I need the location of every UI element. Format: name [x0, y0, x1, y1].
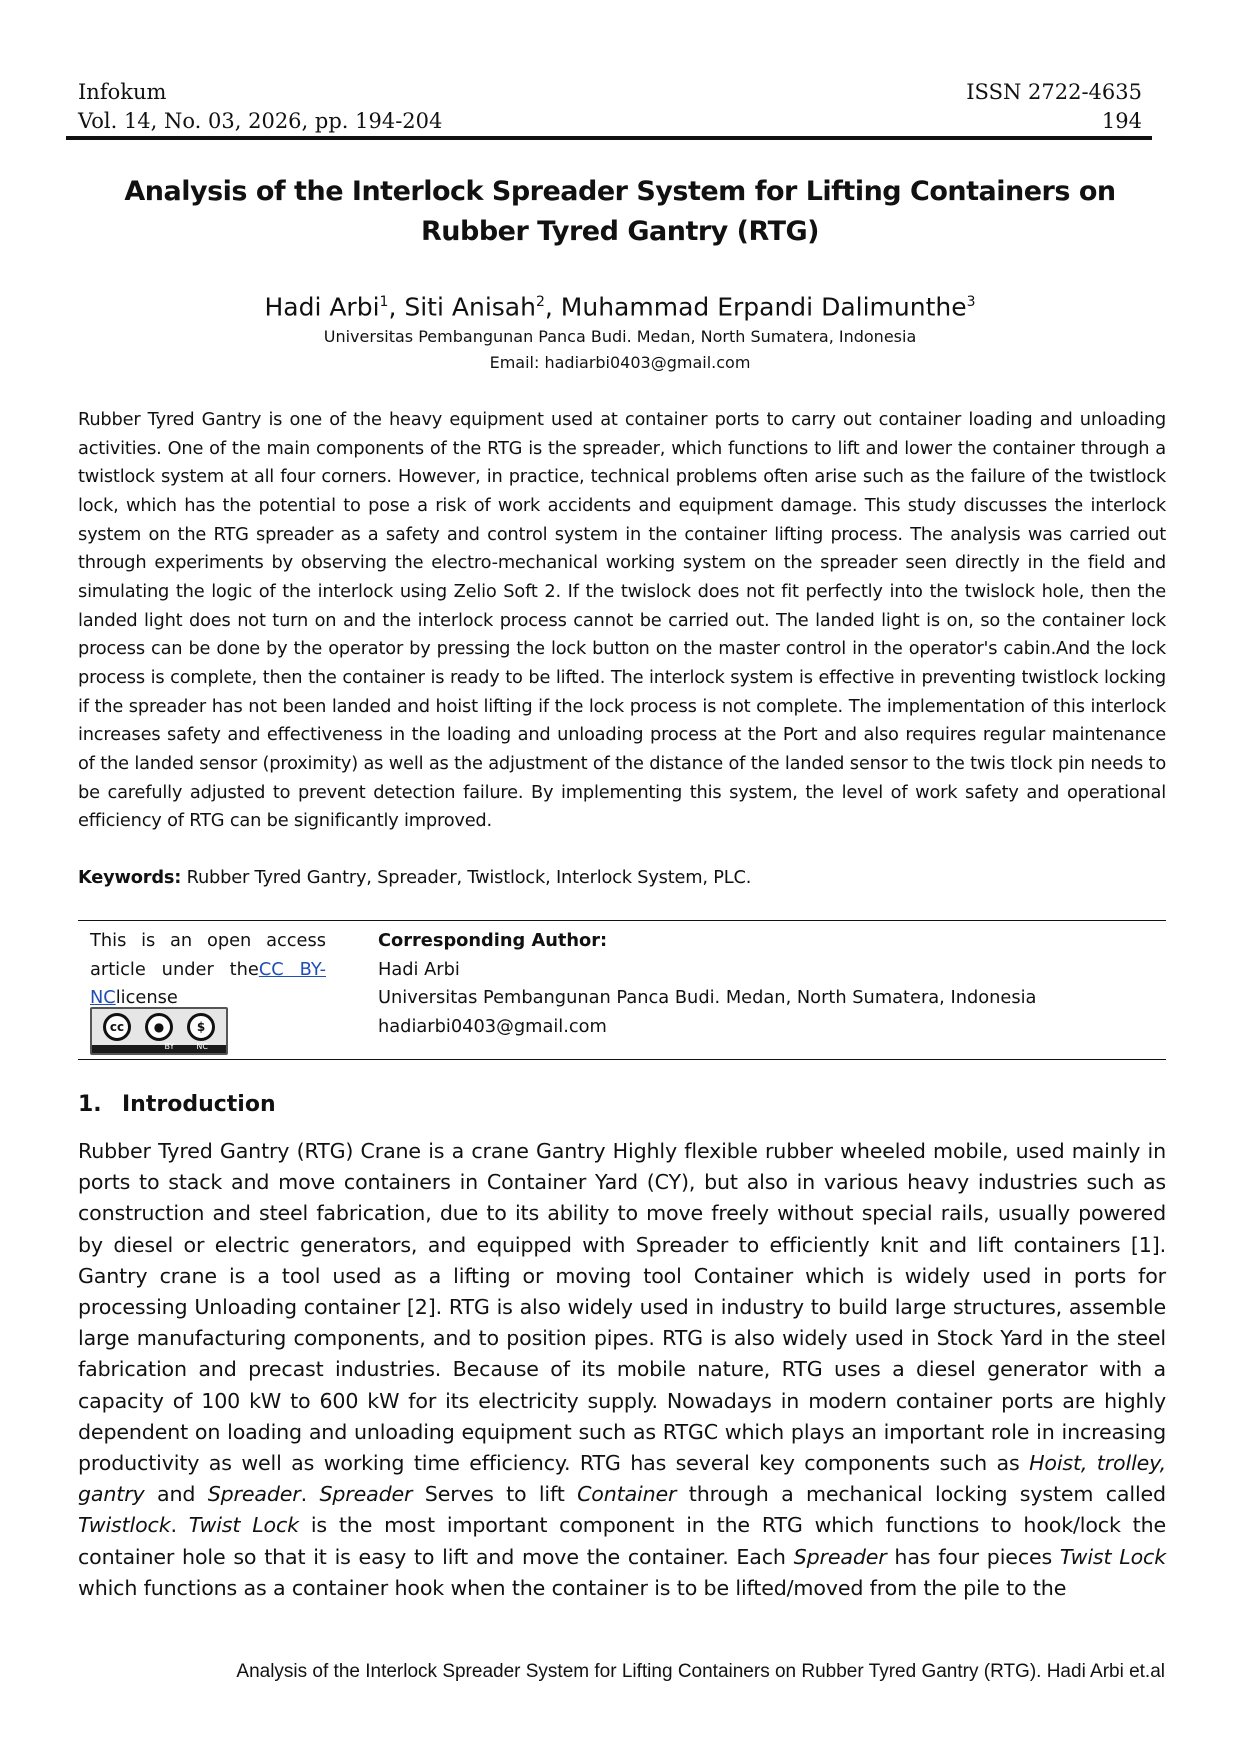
section-heading-introduction: 1. Introduction	[78, 1090, 276, 1120]
keywords-label: Keywords:	[78, 867, 182, 888]
keywords: Keywords: Rubber Tyred Gantry, Spreader,…	[78, 864, 1166, 892]
text-run: and	[144, 1482, 208, 1507]
running-header: Infokum ISSN 2722-4635 Vol. 14, No. 03, …	[78, 78, 1142, 136]
italic-run: Hoist, trolley, gantry	[78, 1451, 1166, 1507]
author-name: Hadi Arbi	[264, 292, 380, 322]
italic-run: Spreader	[793, 1544, 887, 1569]
italic-run: Spreader	[207, 1482, 301, 1507]
header-rule	[66, 136, 1152, 140]
text-run: .	[300, 1482, 320, 1507]
corresponding-author: Corresponding Author: Hadi Arbi Universi…	[378, 927, 1166, 1041]
italic-run: Twistlock	[78, 1513, 171, 1538]
journal-name: Infokum	[78, 80, 167, 104]
italic-run: Spreader	[319, 1482, 413, 1507]
volume-info: Vol. 14, No. 03, 2026, pp. 194-204	[78, 109, 443, 133]
badge-nc-label: NC	[196, 1042, 208, 1051]
text-run: is the most important component in the R…	[78, 1513, 1167, 1569]
introduction-paragraph: Rubber Tyred Gantry (RTG) Crane is a cra…	[78, 1136, 1166, 1604]
corresponding-author-label: Corresponding Author:	[378, 930, 608, 951]
page-footer: Analysis of the Interlock Spreader Syste…	[236, 1661, 1165, 1682]
text-run: through a mechanical locking system call…	[676, 1482, 1166, 1507]
text-run: has four pieces	[886, 1544, 1060, 1569]
cc-icon: cc	[103, 1013, 131, 1041]
section-title: Introduction	[122, 1092, 276, 1117]
section-number: 1.	[78, 1092, 102, 1117]
corresponding-author-email: hadiarbi0403@gmail.com	[378, 1015, 607, 1037]
author-name: Siti Anisah	[404, 292, 536, 322]
text-run: .	[170, 1513, 189, 1538]
attribution-icon: ●	[145, 1013, 173, 1041]
italic-run: Twist Lock	[188, 1513, 299, 1538]
author-affiliation-mark: 1	[379, 294, 389, 310]
italic-run: Container	[577, 1482, 677, 1507]
italic-run: Twist Lock	[1059, 1544, 1166, 1569]
author-list: Hadi Arbi1, Siti Anisah2, Muhammad Erpan…	[264, 292, 976, 322]
noncommercial-icon: $	[187, 1013, 215, 1041]
author-affiliation-mark: 2	[535, 294, 545, 310]
license-statement: This is an open access article under the…	[90, 927, 326, 1013]
license-suffix: license	[115, 987, 178, 1008]
author-name: Muhammad Erpandi Dalimunthe	[560, 292, 967, 322]
text-run: Serves to lift	[412, 1482, 578, 1507]
corresponding-author-affiliation: Universitas Pembangunan Panca Budi. Meda…	[378, 987, 1037, 1008]
author-affiliation-mark: 3	[966, 294, 976, 310]
abstract: Rubber Tyred Gantry is one of the heavy …	[78, 409, 1166, 832]
affiliation: Universitas Pembangunan Panca Budi. Meda…	[323, 327, 917, 346]
cc-license-link[interactable]: CC BY-NC	[90, 958, 326, 1009]
text-run: which functions as a container hook when…	[78, 1575, 1067, 1600]
keywords-text: Rubber Tyred Gantry, Spreader, Twistlock…	[181, 867, 752, 888]
license-prefix: This is an open access article under the	[90, 930, 326, 980]
paper-title: Analysis of the Interlock Spreader Syste…	[124, 176, 1116, 247]
cc-by-nc-badge[interactable]: cc ● $ BY NC	[90, 1007, 228, 1055]
article-info-box: This is an open access article under the…	[78, 920, 1166, 1060]
contact-email: Email: hadiarbi0403@gmail.com	[489, 353, 751, 372]
badge-by-label: BY	[164, 1042, 175, 1051]
corresponding-author-name: Hadi Arbi	[378, 958, 460, 980]
affiliation-block: Universitas Pembangunan Panca Budi. Meda…	[0, 324, 1240, 376]
text-run: Rubber Tyred Gantry (RTG) Crane is a cra…	[78, 1139, 1166, 1476]
page-number: 194	[1101, 109, 1142, 133]
issn: ISSN 2722-4635	[966, 80, 1142, 104]
